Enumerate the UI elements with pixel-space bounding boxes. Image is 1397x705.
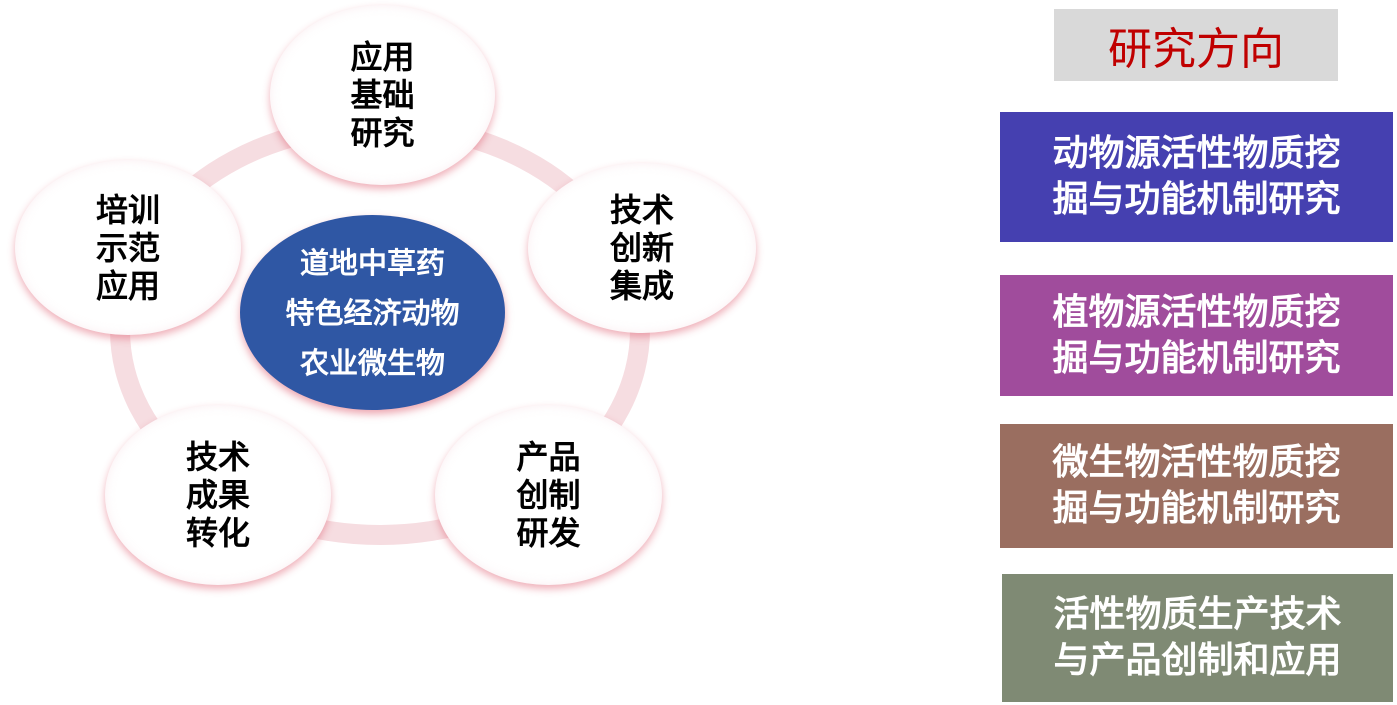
node-label: 培训示范应用 xyxy=(95,190,160,305)
center-topics: 道地中草药 特色经济动物 农业微生物 xyxy=(240,215,505,410)
direction-line: 与产品创制和应用 xyxy=(1053,640,1342,681)
direction-line: 掘与功能机制研究 xyxy=(1052,488,1341,529)
directions-title-box: 研究方向 xyxy=(1054,9,1338,81)
direction-line: 动物源活性物质挖 xyxy=(1052,133,1341,174)
center-line: 道地中草药 xyxy=(299,245,445,280)
node-training-demo: 培训示范应用 xyxy=(15,160,241,335)
direction-line: 微生物活性物质挖 xyxy=(1052,442,1341,483)
direction-animal: 动物源活性物质挖 掘与功能机制研究 xyxy=(1000,112,1393,242)
direction-production: 活性物质生产技术 与产品创制和应用 xyxy=(1002,574,1393,702)
node-label: 技术成果转化 xyxy=(185,438,250,552)
node-tech-transfer: 技术成果转化 xyxy=(105,405,331,585)
node-tech-innovation: 技术创新集成 xyxy=(528,163,756,333)
direction-line: 植物源活性物质挖 xyxy=(1052,291,1341,333)
node-applied-basic-research: 应用基础研究 xyxy=(270,5,495,185)
direction-line: 活性物质生产技术 xyxy=(1053,594,1342,635)
direction-plant: 植物源活性物质挖 掘与功能机制研究 xyxy=(1000,275,1393,396)
node-label: 应用基础研究 xyxy=(350,38,415,152)
direction-line: 掘与功能机制研究 xyxy=(1052,179,1341,220)
direction-line: 掘与功能机制研究 xyxy=(1052,337,1341,379)
node-label: 技术创新集成 xyxy=(609,191,674,305)
directions-title: 研究方向 xyxy=(1108,24,1284,75)
node-product-development: 产品创制研发 xyxy=(435,405,662,585)
center-line: 农业微生物 xyxy=(299,345,445,380)
center-line: 特色经济动物 xyxy=(285,295,460,330)
direction-microbe: 微生物活性物质挖 掘与功能机制研究 xyxy=(1000,424,1393,548)
node-label: 产品创制研发 xyxy=(516,438,581,552)
